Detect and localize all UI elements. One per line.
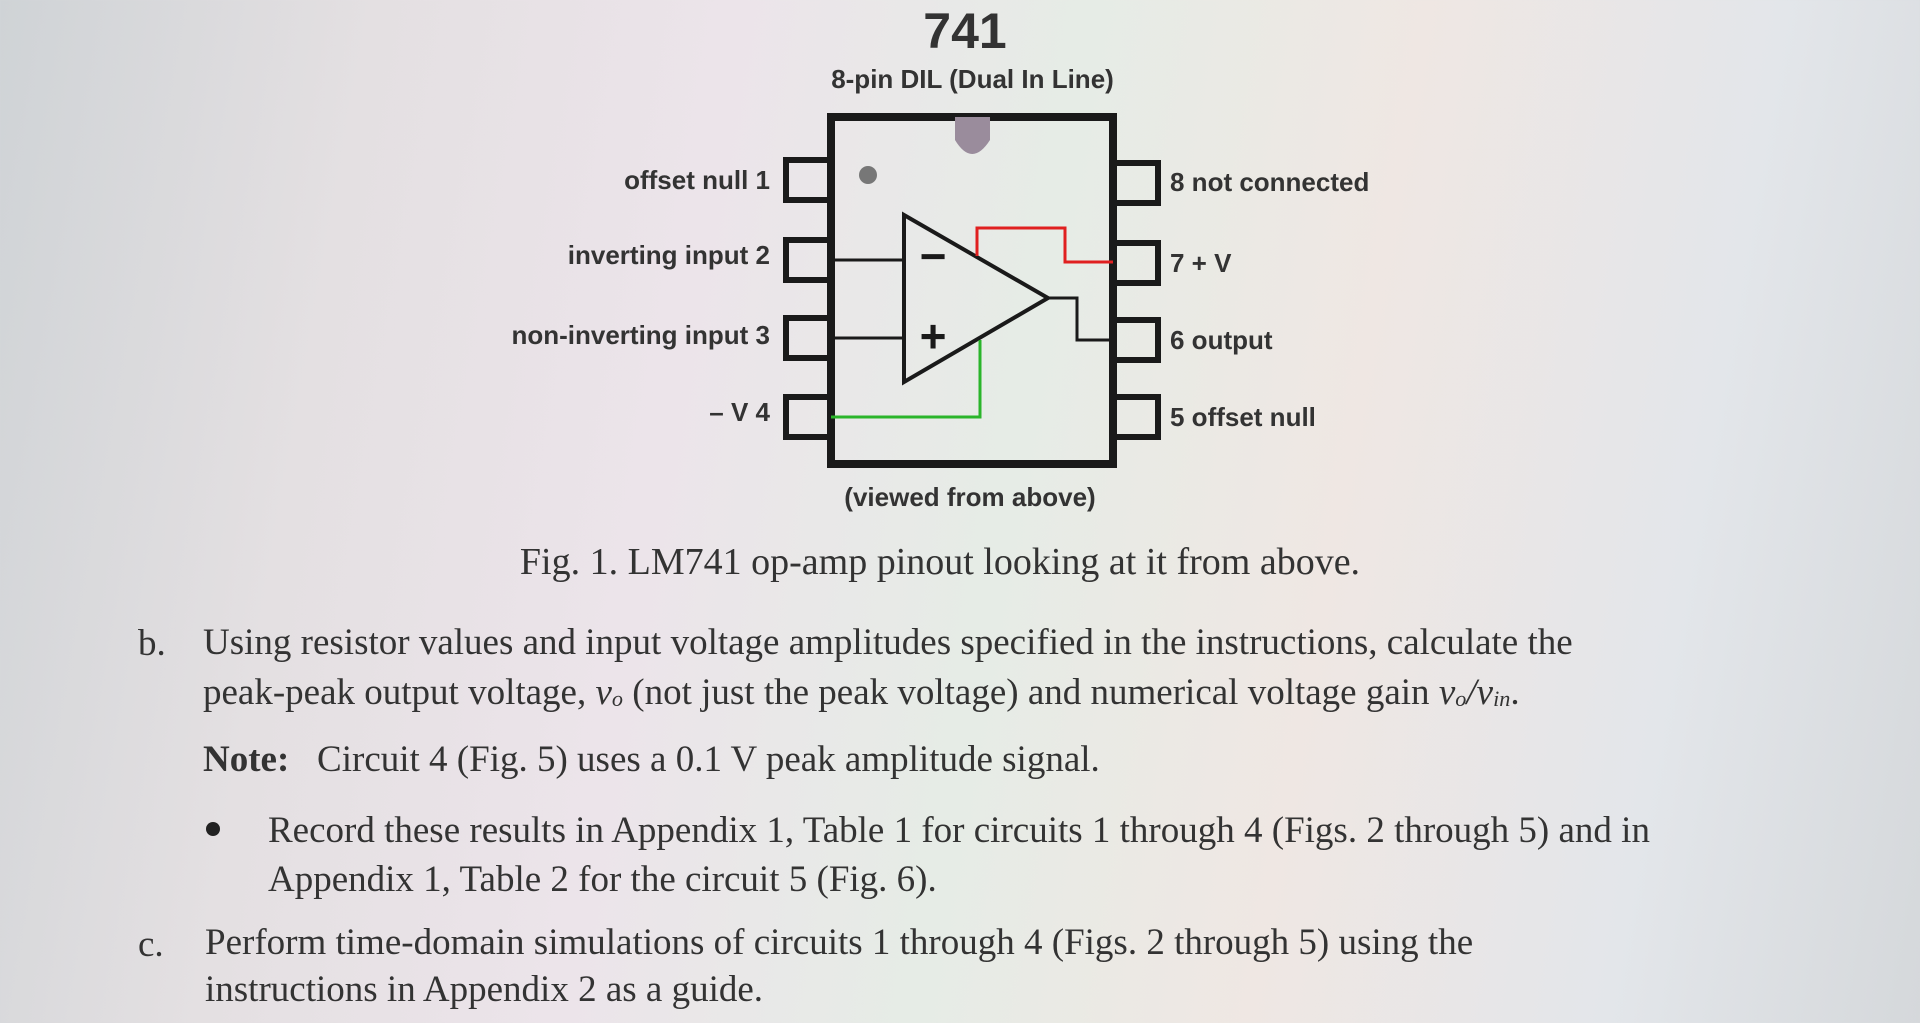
chip-notch: [955, 117, 990, 154]
pin-label-1: offset null 1: [624, 165, 770, 195]
item-b-note: Note: Circuit 4 (Fig. 5) uses a 0.1 V pe…: [203, 735, 1100, 784]
figure-caption: Fig. 1. LM741 op-amp pinout looking at i…: [519, 541, 1361, 583]
pin-1: [783, 157, 834, 203]
item-c-line2: instructions in Appendix 2 as a guide.: [205, 969, 764, 1010]
bullet-line2: Appendix 1, Table 2 for the circuit 5 (F…: [268, 859, 937, 900]
viewed-from-above-label: (viewed from above): [844, 482, 1096, 512]
vminus-wire: [831, 340, 982, 419]
bullet-dot: [206, 822, 220, 836]
chip-subtitle: 8-pin DIL (Dual In Line): [831, 64, 1114, 94]
item-b-line1: Using resistor values and input voltage …: [203, 622, 1573, 663]
pin-4: [783, 394, 834, 440]
pin-label-6: 6 output: [1170, 325, 1273, 355]
pin-2: [783, 237, 834, 283]
opamp-symbol: [902, 211, 1052, 386]
pin-label-4: – V 4: [709, 397, 770, 427]
item-c-letter: c.: [138, 924, 164, 965]
output-wire: [1048, 296, 1113, 342]
item-b-letter: b.: [138, 623, 166, 664]
note-text: Circuit 4 (Fig. 5) uses a 0.1 V peak amp…: [317, 739, 1100, 780]
bullet-line1: Record these results in Appendix 1, Tabl…: [268, 810, 1650, 851]
item-b-line2-text-a: peak-peak output voltage,: [203, 672, 596, 713]
pin1-dot: [859, 166, 877, 184]
pin-6: [1110, 317, 1161, 363]
vo-symbol: vo: [595, 672, 624, 713]
note-label: Note:: [203, 739, 290, 780]
pin-label-7: 7 + V: [1170, 248, 1232, 278]
gain-symbol: vo/vin: [1438, 672, 1511, 713]
pin-3: [783, 315, 834, 361]
pin-label-2: inverting input 2: [567, 240, 770, 270]
pin-7: [1110, 240, 1161, 286]
item-b-line2-text-b: (not just the peak voltage) and numerica…: [623, 672, 1439, 713]
item-b-line2: peak-peak output voltage, vo (not just t…: [203, 672, 1520, 713]
pin-label-8: 8 not connected: [1170, 167, 1370, 197]
pin-8: [1110, 160, 1161, 206]
opamp-plus-sign: +: [920, 310, 947, 362]
pin-label-5: 5 offset null: [1170, 402, 1316, 432]
opamp-minus-sign: −: [920, 230, 947, 282]
chip-title: 741: [923, 3, 1007, 59]
pin-label-3: non-inverting input 3: [511, 320, 770, 350]
item-c-line1: Perform time-domain simulations of circu…: [205, 922, 1474, 963]
pin-5: [1110, 394, 1161, 440]
vplus-wire: [975, 226, 1113, 264]
